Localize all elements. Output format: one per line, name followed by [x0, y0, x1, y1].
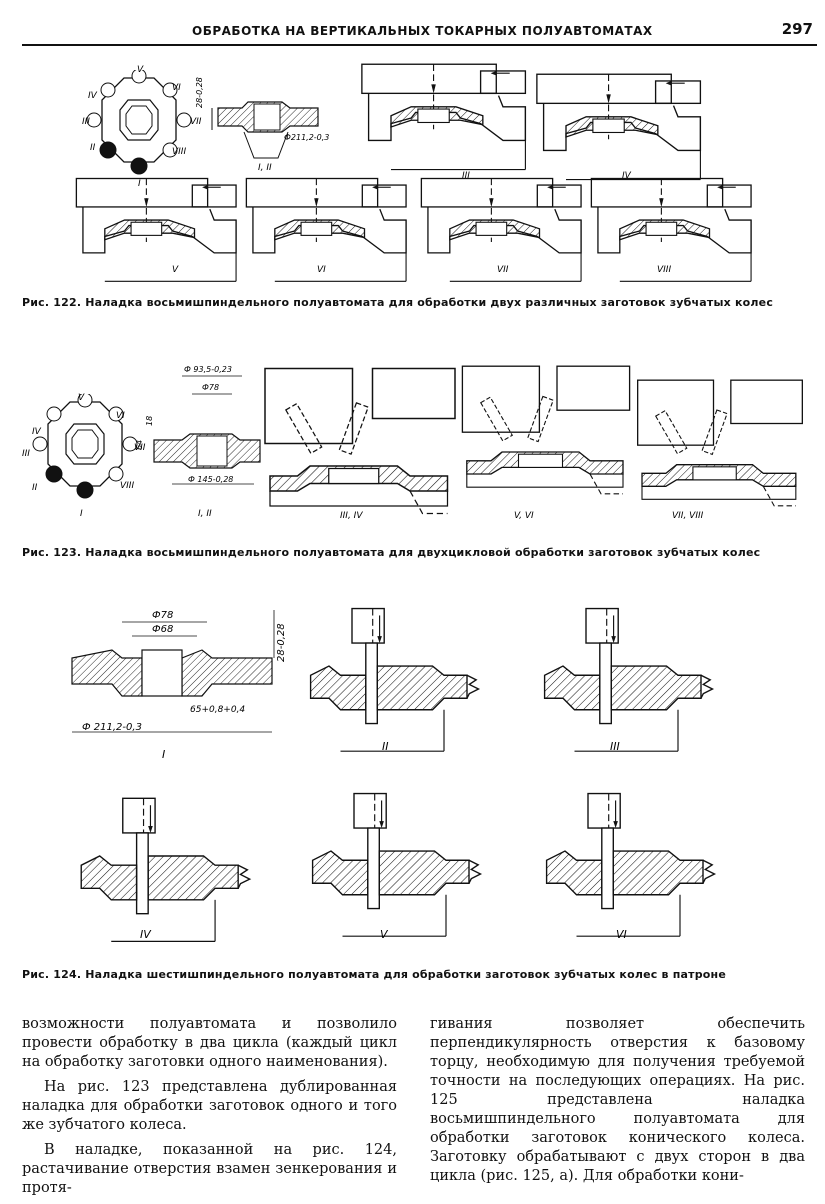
paragraph: гивания позволяет обеспечить перпендикул…: [430, 1016, 805, 1184]
workpiece-section-124: Ф78 Ф68 28-0,28 65+0,8+0,4 Ф 211,2-0,3 I: [71, 610, 287, 761]
spindle-label: III: [82, 117, 90, 127]
dimension-label: 65+0,8+0,4: [190, 705, 245, 715]
spindle-label: VIII: [120, 481, 134, 491]
paragraph: На рис. 123 представлена дублированная н…: [22, 1079, 397, 1133]
setup-drawing-iv: [80, 797, 251, 943]
spindle-label: IV: [88, 91, 98, 101]
setup-drawing-vi: [545, 792, 716, 937]
position-label: VII: [497, 265, 509, 275]
figure-122: V VI VII VIII I II III IV 28-0,28 Ф211,2…: [22, 58, 812, 290]
body-left-column: возможности полуавтомата и позволило про…: [22, 1015, 397, 1204]
position-label: V: [380, 928, 389, 941]
dimension-label: 28-0,28: [195, 77, 204, 108]
position-label: VII, VIII: [672, 511, 704, 521]
setup-drawing-vii-viii: [636, 379, 804, 507]
figure-123: V VI VII VIII I II III IV Ф 93,5-0,23 Ф7…: [22, 344, 812, 536]
position-label: IV: [622, 171, 632, 181]
position-label: III: [610, 740, 620, 753]
setup-drawing-vi: [245, 177, 407, 282]
setup-drawing-iv: [536, 73, 702, 181]
spindle-label: V: [78, 393, 85, 403]
figure-123-caption: Рис. 123. Наладка восьмишпиндельного пол…: [22, 546, 761, 559]
dimension-label: 18: [145, 416, 154, 426]
position-label: V: [172, 265, 179, 275]
workpiece-section-122: 28-0,28 Ф211,2-0,3 I, II: [195, 77, 329, 173]
spindle-label: VIII: [172, 147, 186, 157]
running-header-title: ОБРАБОТКА НА ВЕРТИКАЛЬНЫХ ТОКАРНЫХ ПОЛУА…: [192, 24, 653, 38]
spindle-label: I: [80, 509, 83, 519]
figure-122-caption: Рис. 122. Наладка восьмишпиндельного пол…: [22, 296, 774, 309]
dimension-label: Ф 93,5-0,23: [184, 365, 232, 374]
spindle-label: V: [137, 65, 144, 75]
position-label: II: [382, 740, 389, 753]
page-number: 297: [781, 20, 813, 38]
dimension-label: Ф 145-0,28: [188, 475, 233, 484]
setup-drawing-iii: [361, 63, 527, 171]
spindle-label: VI: [172, 83, 181, 93]
position-label: III, IV: [340, 511, 363, 521]
body-right-column: гивания позволяет обеспечить перпендикул…: [430, 1015, 805, 1192]
setup-drawing-v: [311, 792, 482, 937]
setup-drawing-ii: [309, 607, 480, 752]
figure-124-drawing: Ф78 Ф68 28-0,28 65+0,8+0,4 Ф 211,2-0,3 I…: [71, 607, 716, 943]
dimension-label: Ф68: [152, 624, 173, 635]
setup-drawing-viii: [590, 177, 752, 282]
setup-drawing-v: [75, 177, 237, 282]
position-label: I, II: [198, 509, 212, 519]
dimension-label: Ф 211,2-0,3: [82, 722, 142, 733]
setup-drawing-v-vi: [461, 365, 631, 495]
figure-122-drawing: V VI VII VIII I II III IV 28-0,28 Ф211,2…: [75, 63, 752, 282]
dimension-label: 64: [135, 440, 144, 450]
setup-drawing-iii-iv: [264, 367, 456, 515]
spindle-labels: V VI VII VIII I II III IV: [82, 65, 202, 189]
figure-123-drawing: V VI VII VIII I II III IV Ф 93,5-0,23 Ф7…: [22, 365, 804, 521]
position-label: I, II: [258, 163, 272, 173]
position-label: VIII: [657, 265, 671, 275]
spindle-label: II: [32, 483, 38, 493]
spindle-label: VII: [134, 443, 146, 453]
position-label: VI: [616, 928, 627, 941]
spindle-labels: V VI VII VIII I II III IV: [22, 393, 146, 519]
position-label: V, VI: [514, 511, 534, 521]
position-label: I: [162, 748, 165, 761]
figure-124-caption: Рис. 124. Наладка шестишпиндельного полу…: [22, 968, 726, 981]
position-label: VI: [317, 265, 326, 275]
dimension-label: Ф78: [152, 610, 173, 621]
figure-124: Ф78 Ф68 28-0,28 65+0,8+0,4 Ф 211,2-0,3 I…: [22, 592, 812, 960]
running-header: ОБРАБОТКА НА ВЕРТИКАЛЬНЫХ ТОКАРНЫХ ПОЛУА…: [22, 20, 817, 46]
dimension-label: Ф78: [202, 383, 219, 392]
spindle-label: VII: [190, 117, 202, 127]
spindle-label: IV: [32, 427, 42, 437]
paragraph: В наладке, показанной на рис. 124, раста…: [22, 1142, 397, 1196]
position-label: IV: [140, 928, 152, 941]
spindle-label: I: [138, 179, 141, 189]
paragraph: возможности полуавтомата и позволило про…: [22, 1016, 397, 1070]
spindle-label: II: [90, 143, 96, 153]
dimension-label: 28-0,28: [276, 623, 287, 662]
dimension-label: Ф211,2-0,3: [284, 133, 329, 142]
spindle-label: VI: [116, 411, 125, 421]
spindle-label: III: [22, 449, 30, 459]
workpiece-section-123: Ф 93,5-0,23 Ф78 Ф 145-0,28 18 64 I, II: [135, 365, 261, 519]
setup-drawing-iii: [543, 607, 714, 752]
position-label: III: [462, 171, 470, 181]
